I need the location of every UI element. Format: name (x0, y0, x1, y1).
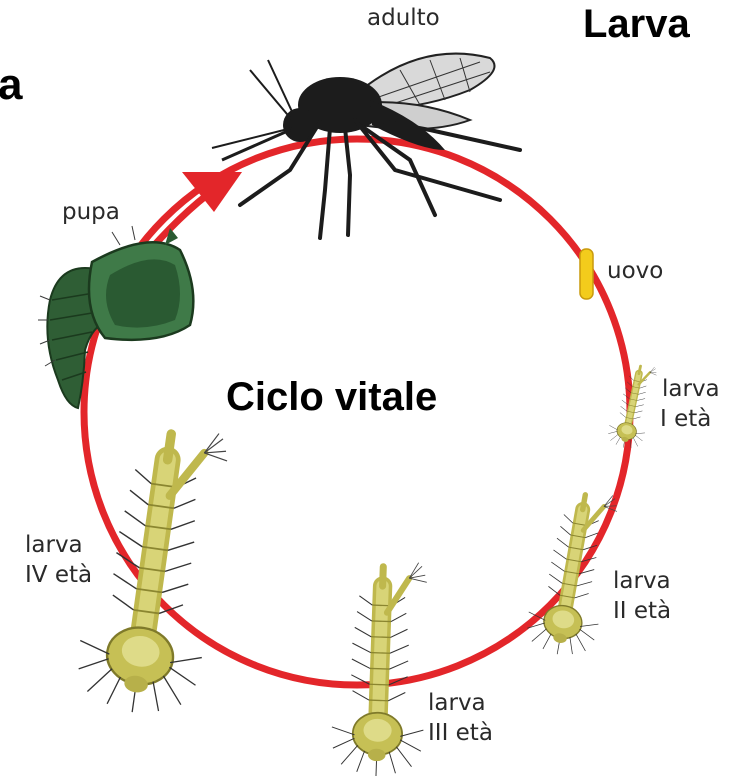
header-larva: Larva (583, 2, 690, 47)
label-larva-4-line1: larva (25, 530, 92, 560)
label-larva-1-line1: larva (662, 374, 720, 404)
label-pupa: pupa (62, 197, 120, 227)
label-adult: adulto (367, 3, 440, 33)
egg-icon (580, 249, 593, 299)
larva-3-icon (330, 560, 429, 777)
label-larva-1-line2: I età (660, 404, 720, 434)
pupa-icon (38, 226, 193, 408)
center-title: Ciclo vitale (226, 375, 437, 420)
larva-1-icon (605, 360, 658, 451)
label-larva-1: larva I età (662, 374, 720, 434)
label-larva-3-line1: larva (428, 688, 493, 718)
label-larva-2-line2: II età (613, 596, 671, 626)
label-larva-2: larva II età (613, 566, 671, 626)
larva-4-icon (71, 418, 233, 720)
cycle-arrow (150, 172, 242, 250)
label-egg: uovo (607, 256, 663, 286)
label-larva-3: larva III età (428, 688, 493, 748)
label-larva-4-line2: IV età (25, 560, 92, 590)
mosquito-adult-icon (212, 54, 520, 238)
label-larva-3-line2: III età (428, 718, 493, 748)
label-larva-4: larva IV età (25, 530, 92, 590)
larva-2-icon (522, 485, 620, 661)
label-larva-2-line1: larva (613, 566, 671, 596)
header-fragment: a (0, 60, 22, 110)
